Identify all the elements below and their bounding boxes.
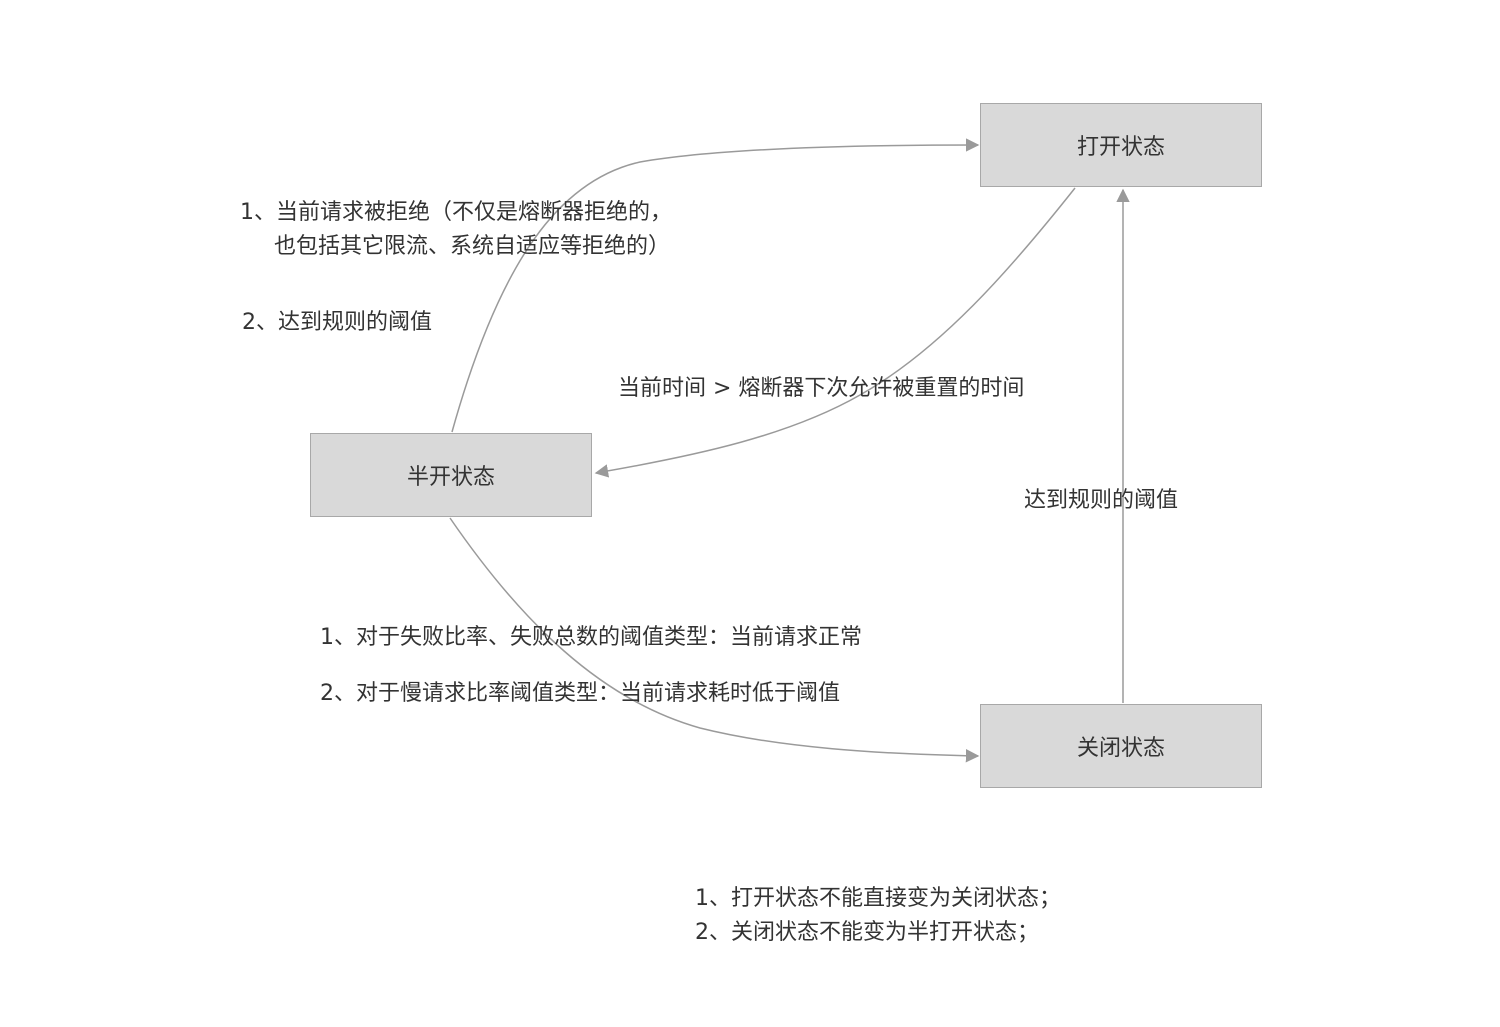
edge-label-half-to-open: 1、当前请求被拒绝（不仅是熔断器拒绝的， 也包括其它限流、系统自适应等拒绝的） bbox=[240, 196, 672, 264]
node-closed-state-label: 关闭状态 bbox=[1076, 736, 1165, 761]
node-open-state-label: 打开状态 bbox=[1076, 135, 1165, 160]
edge-label-half-to-open-extra: 2、达到规则的阈值 bbox=[242, 310, 432, 335]
edge-label-half-to-closed-1: 1、对于失败比率、失败总数的阈值类型：当前请求正常 bbox=[320, 625, 862, 650]
node-closed-state: 关闭状态 bbox=[980, 704, 1262, 788]
edge-label-open-to-half: 当前时间 > 熔断器下次允许被重置的时间 bbox=[618, 376, 1025, 401]
edge-half-open-to-closed bbox=[449, 517, 980, 763]
note-2: 2、关闭状态不能变为半打开状态； bbox=[695, 920, 1039, 945]
edge-label-half-to-closed-2: 2、对于慢请求比率阈值类型：当前请求耗时低于阈值 bbox=[320, 681, 840, 706]
edge-open-to-half-open bbox=[594, 187, 1076, 478]
note-1: 1、打开状态不能直接变为关闭状态； bbox=[695, 886, 1061, 911]
node-half-open-state: 半开状态 bbox=[310, 433, 592, 517]
edge-half-open-to-open bbox=[451, 138, 980, 433]
node-half-open-state-label: 半开状态 bbox=[406, 465, 495, 490]
node-open-state: 打开状态 bbox=[980, 103, 1262, 187]
edge-label-half-to-open-line-1: 1、当前请求被拒绝（不仅是熔断器拒绝的， bbox=[240, 200, 672, 225]
notes: 1、打开状态不能直接变为关闭状态； 2、关闭状态不能变为半打开状态； bbox=[695, 882, 1061, 950]
edge-label-closed-to-open: 达到规则的阈值 bbox=[1024, 488, 1179, 513]
edge-label-half-to-open-line-2: 也包括其它限流、系统自适应等拒绝的） bbox=[274, 234, 671, 259]
